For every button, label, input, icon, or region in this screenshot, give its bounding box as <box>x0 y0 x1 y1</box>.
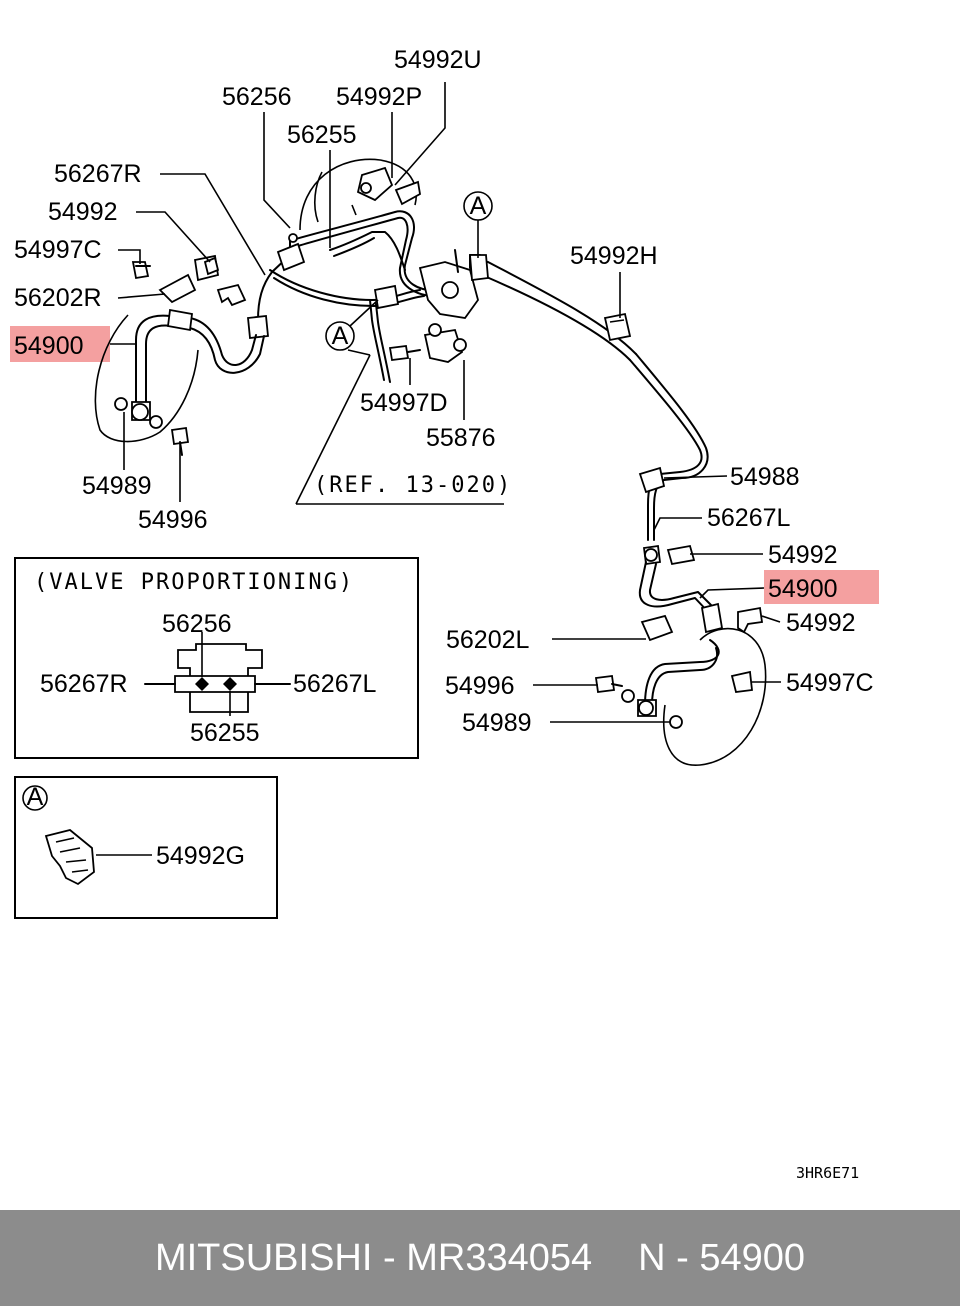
label-56202R: 56202R <box>14 284 102 312</box>
callout-A-top: A <box>463 191 493 258</box>
valve-label-56267L: 56267L <box>293 670 377 698</box>
label-54997C-left: 54997C <box>14 236 102 264</box>
valve-proportioning-box: (VALVE PROPORTIONING) 56256 56267R 56267… <box>14 557 419 759</box>
label-54900-left: 54900 <box>14 332 84 360</box>
label-54992H: 54992H <box>570 242 658 270</box>
valve-label-56267R: 56267R <box>40 670 128 698</box>
left-brake-hose <box>94 233 306 456</box>
highlight-54900-right <box>764 570 879 604</box>
label-56255: 56255 <box>287 121 357 149</box>
label-54992P: 54992P <box>336 83 422 111</box>
label-54992-r2: 54992 <box>786 609 856 637</box>
detail-A-box: A 54992G <box>14 776 278 919</box>
label-54988: 54988 <box>730 463 800 491</box>
callout-A-center: A <box>325 299 379 351</box>
label-56267R: 56267R <box>54 160 142 188</box>
label-54992-top: 54992 <box>48 198 118 226</box>
brake-tubes-center <box>269 210 637 383</box>
valve-label-56255: 56255 <box>190 719 260 747</box>
proportioning-valve-part <box>388 323 467 363</box>
footer-brand: MITSUBISHI <box>154 1236 373 1279</box>
label-54989-left: 54989 <box>82 472 152 500</box>
label-56256: 56256 <box>222 83 292 111</box>
callout-A-top-text: A <box>470 192 487 220</box>
label-56267L: 56267L <box>707 504 791 532</box>
label-54992-r1: 54992 <box>768 541 838 569</box>
brake-line-diagram: A A 54992U 54992P 56256 56255 56267R 549… <box>10 46 879 1182</box>
label-56202L: 56202L <box>446 626 530 654</box>
label-54992U: 54992U <box>394 46 482 74</box>
label-54900-right: 54900 <box>768 575 838 603</box>
label-54996-right: 54996 <box>445 672 515 700</box>
callout-A-center-text: A <box>332 322 349 350</box>
drawing-code: 3HR6E71 <box>796 1164 859 1182</box>
leader-lines <box>110 82 781 723</box>
ref-note: (REF. 13-020) <box>314 473 512 498</box>
label-54997C-right: 54997C <box>786 669 874 697</box>
label-54997D: 54997D <box>360 389 448 417</box>
highlight-54900-left <box>10 326 110 362</box>
master-cylinder-assembly <box>299 158 421 231</box>
footer-bar: MITSUBISHI - MR334054 N - 54900 <box>0 1210 960 1306</box>
right-brake-hose <box>594 544 767 766</box>
label-55876: 55876 <box>426 424 496 452</box>
detail-label-54992G: 54992G <box>156 842 245 870</box>
label-54989-right: 54989 <box>462 709 532 737</box>
brake-tube-right <box>603 312 709 541</box>
detail-A-callout: A <box>27 783 44 811</box>
valve-label-56256: 56256 <box>162 610 232 638</box>
label-54996-left: 54996 <box>138 506 208 534</box>
valve-box-title: (VALVE PROPORTIONING) <box>34 570 354 595</box>
footer-ref-number: N - 54900 <box>638 1236 806 1279</box>
footer-part-number: MR334054 <box>406 1236 593 1279</box>
footer-separator: - <box>372 1236 407 1279</box>
